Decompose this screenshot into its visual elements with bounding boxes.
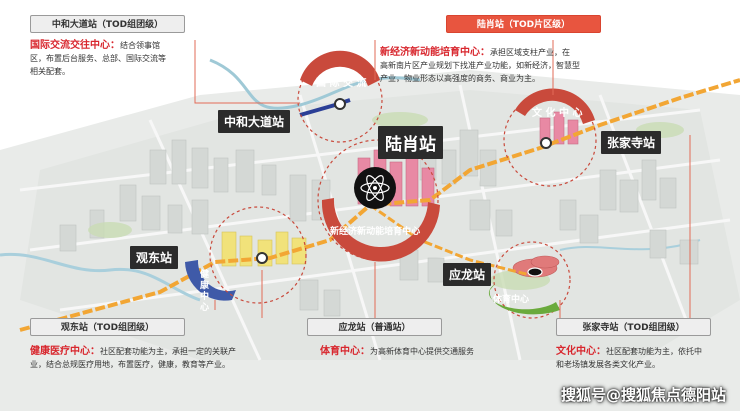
- ring-wenhua-char: 心: [572, 108, 583, 119]
- ring-tiyu: 体育中心: [493, 292, 529, 305]
- ring-xinjingji-char: 培: [384, 227, 394, 237]
- station-marker-icon: [256, 98, 552, 277]
- ring-xinjingji-char: 能: [375, 227, 385, 237]
- ring-guoji-char: 流: [356, 78, 367, 89]
- ring-wenhua-char: 中: [558, 108, 569, 119]
- tag-luxiao: 陆肖站（TOD片区级）: [446, 15, 601, 33]
- ring-jiankang-char: 心: [200, 303, 210, 313]
- note-zhangjiasi: 文化中心：社区配套功能为主，依托中 和老场镇发展各类文化产业。: [556, 345, 736, 371]
- note-luxiao: 新经济新动能培育中心：承担区域支柱产业，在 高新南片区产业规划下找准产业功能，如…: [380, 46, 610, 85]
- note-guandong-body1: 社区配套功能为主，承担一定的关联产: [100, 347, 236, 356]
- station-zhangjiasi: 张家寺站: [601, 131, 662, 154]
- note-zhangjiasi-title: 文化中心：: [556, 346, 606, 357]
- ring-jiankang-char: 中: [200, 292, 210, 302]
- ring-xinjingji-char: 新: [330, 227, 340, 237]
- note-yinglong: 体育中心：为高新体育中心提供交通服务: [320, 345, 540, 358]
- ring-tiyu-char: 中: [511, 295, 521, 305]
- ring-guoji-char: 交: [342, 78, 353, 89]
- atom-icon: [354, 167, 396, 209]
- station-luxiao: 陆肖站: [378, 126, 443, 159]
- watermark: 搜狐号@搜狐焦点德阳站: [560, 386, 726, 404]
- station-zhonghe: 中和大道站: [218, 110, 291, 133]
- ring-xinjingji: 新经济新动能培育中心: [330, 224, 420, 237]
- ring-jiankang-char: 康: [200, 281, 210, 291]
- ring-wenhua-char: 文: [532, 108, 542, 119]
- note-yinglong-body1: 为高新体育中心提供交通服务: [370, 347, 474, 356]
- ring-tiyu-char: 心: [520, 295, 530, 305]
- note-zhonghe-title: 国际交流交往中心：: [30, 40, 120, 51]
- note-luxiao-body3: 产业，物业形态以高强度的商务、商业为主。: [380, 74, 540, 83]
- ring-xinjingji-char: 经: [339, 227, 349, 237]
- note-guandong-title: 健康医疗中心：: [30, 346, 100, 357]
- note-zhangjiasi-body1: 社区配套功能为主，依托中: [606, 347, 702, 356]
- ring-guoji-char: 国: [316, 78, 326, 89]
- tag-zhonghe: 中和大道站（TOD组团级）: [30, 15, 185, 33]
- note-luxiao-body2: 高新南片区产业规划下找准产业功能，如新经济，智慧型: [380, 61, 580, 70]
- note-zhangjiasi-body2: 和老场镇发展各类文化产业。: [556, 360, 660, 369]
- note-zhonghe-body2: 区，布置后台服务、总部、国际交流等: [30, 54, 166, 63]
- ring-wenhua: 文 化 中 心: [532, 104, 582, 119]
- ring-xinjingji-char: 心: [411, 227, 421, 237]
- tag-zhangjiasi: 张家寺站（TOD组团级）: [556, 318, 711, 336]
- ring-xinjingji-char: 中: [402, 227, 412, 237]
- ring-guoji-char: 际: [329, 78, 340, 89]
- note-zhonghe-body1: 结合领事馆: [120, 41, 160, 50]
- station-yinglong: 应龙站: [443, 263, 492, 286]
- note-yinglong-title: 体育中心：: [320, 346, 370, 357]
- ring-jiankang-char: 健: [200, 270, 210, 280]
- ring-guoji: 国 际 交 流: [316, 74, 366, 89]
- tag-guandong: 观东站（TOD组团级）: [30, 318, 185, 336]
- station-guandong: 观东站: [130, 246, 179, 269]
- tag-yinglong: 应龙站（普通站）: [307, 318, 442, 336]
- note-guandong: 健康医疗中心：社区配套功能为主，承担一定的关联产 业，结合总规医疗用地，布置医疗…: [30, 345, 280, 371]
- ring-xinjingji-char: 动: [366, 227, 376, 237]
- note-zhonghe: 国际交流交往中心：结合领事馆 区，布置后台服务、总部、国际交流等 相关配套。: [30, 39, 190, 78]
- ring-wenhua-char: 化: [545, 108, 556, 119]
- note-guandong-body2: 业，结合总规医疗用地，布置医疗，健康，教育等产业。: [30, 360, 230, 369]
- ring-jiankang: 健 康 中 心: [200, 270, 212, 314]
- ring-tiyu-char: 体: [493, 295, 503, 305]
- note-luxiao-title: 新经济新动能培育中心：: [380, 47, 490, 58]
- ring-xinjingji-char: 新: [357, 227, 367, 237]
- ring-xinjingji-char: 济: [348, 227, 358, 237]
- note-zhonghe-body3: 相关配套。: [30, 67, 70, 76]
- ring-tiyu-char: 育: [502, 295, 512, 305]
- ring-xinjingji-char: 育: [393, 227, 403, 237]
- note-luxiao-body1: 承担区域支柱产业，在: [490, 48, 570, 57]
